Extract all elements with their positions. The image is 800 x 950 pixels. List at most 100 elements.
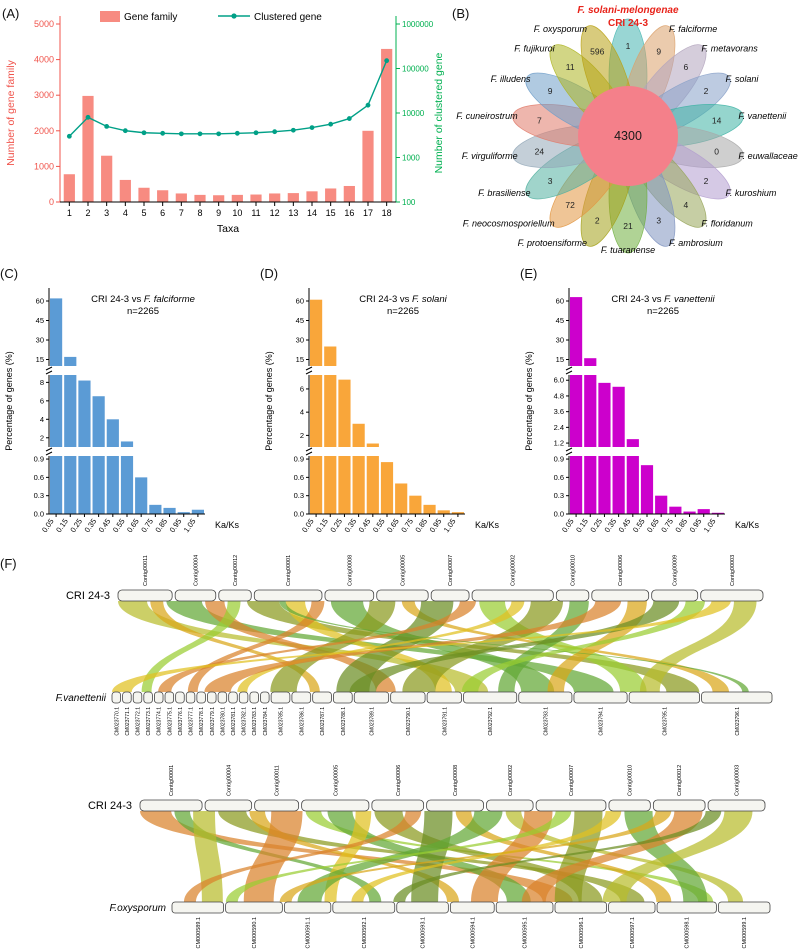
petal-count: 14 [712, 115, 722, 125]
contig-segment [301, 799, 370, 812]
hist-bar [570, 456, 583, 514]
petal-count: 4 [683, 200, 688, 210]
petal-count: 3 [548, 176, 553, 186]
synteny-ribbon [141, 601, 241, 692]
x-tick-label: 9 [216, 208, 221, 218]
x-tick-label: 16 [344, 208, 354, 218]
synteny-ribbon [158, 601, 476, 692]
y-tick-label: 0.6 [294, 473, 304, 482]
hist-bar [352, 456, 365, 514]
synteny-ribbon [479, 601, 647, 692]
petal-count: 2 [704, 86, 709, 96]
panel-label-c: (C) [0, 266, 19, 281]
synteny-ribbon [640, 601, 757, 692]
petal-species-label: F. ambrosium [669, 238, 723, 248]
subject-genome-label: F.vanettenii [56, 693, 107, 704]
hist-bar [584, 456, 597, 514]
hist-bar [78, 456, 91, 514]
x-tick-label: 2 [85, 208, 90, 218]
contig-segment [154, 691, 164, 704]
hist-bar [655, 495, 668, 514]
gene-family-bar [343, 185, 355, 202]
contig-label: CM023786.1 [299, 707, 305, 736]
y-tick-label: 1.2 [554, 439, 564, 448]
contig-segment [652, 799, 706, 812]
x-tick-label: 11 [251, 208, 260, 218]
hist-bar [598, 382, 611, 447]
y-tick-label: 0.6 [34, 473, 44, 482]
hist-bar [626, 456, 639, 514]
x-tick-label: 0.45 [617, 517, 633, 534]
contig-segment [707, 799, 766, 812]
contig-segment [495, 901, 554, 914]
axis-break-mark [565, 447, 573, 452]
contig-label: Contig00008 [453, 765, 459, 796]
gene-family-bar [250, 194, 262, 202]
flower-center [578, 86, 678, 186]
contig-label: Contig00011 [275, 765, 281, 796]
gene-family-bar [101, 155, 113, 202]
contig-segment [656, 901, 717, 914]
synteny-ribbon [237, 601, 525, 692]
petal-species-label: F. virguliforme [462, 151, 518, 161]
contig-segment [486, 799, 534, 812]
contig-segment [174, 589, 217, 602]
y-tick-label: 4 [300, 408, 304, 417]
x-tick-label: 0.65 [645, 517, 661, 534]
hist-bar [584, 358, 597, 366]
contig-label: CM023792.1 [488, 707, 494, 736]
clustered-gene-point [178, 131, 184, 137]
contig-segment [139, 799, 203, 812]
x-tick-label: 18 [382, 208, 392, 218]
petal-count: 11 [566, 62, 575, 72]
contig-segment [324, 589, 375, 602]
contig-segment [185, 691, 196, 704]
hist-bar [120, 441, 134, 447]
contig-label: Contig00002 [508, 765, 514, 796]
contig-segment [207, 691, 217, 704]
axis-break-mark [565, 451, 573, 456]
x-tick-label: 5 [141, 208, 146, 218]
x-tick-label: 0.85 [153, 517, 169, 534]
petal-species-label: F. kuroshium [726, 188, 777, 198]
axis-break-mark [565, 370, 573, 375]
contig-label: CM000590.1 [252, 917, 258, 949]
y-tick-label: 3.6 [554, 407, 564, 416]
x-tick-label: 0.35 [603, 517, 619, 534]
hist-bar [423, 504, 436, 514]
synteny-ribbon [351, 811, 622, 902]
contig-label: CM023796.1 [735, 707, 741, 736]
y-tick-label: 2.4 [554, 423, 564, 432]
gene-family-bar [325, 188, 337, 202]
x-tick-label: 0.25 [328, 517, 344, 534]
x-tick-label: 0.95 [428, 517, 444, 534]
y-tick-label: 6 [300, 384, 304, 393]
x-tick-label: 8 [197, 208, 202, 218]
kaks-histogram-vanettenii: 153045601.22.43.64.86.00.00.30.60.90.050… [524, 288, 760, 534]
x-tick-label: 0.45 [97, 517, 113, 534]
contig-segment [228, 691, 238, 704]
panel-label-b: (B) [452, 6, 470, 21]
panel-label-e: (E) [520, 266, 538, 281]
panel-label-d: (D) [260, 266, 279, 281]
x-tick-label: 0.15 [574, 517, 590, 534]
contig-segment [175, 691, 185, 704]
right-tick-label: 10000 [402, 109, 425, 118]
contig-label: CM023774.1 [157, 707, 163, 736]
petal-count: 2 [595, 216, 600, 226]
y-tick-label: 15 [556, 355, 564, 364]
y-tick-label: 0.0 [294, 510, 304, 519]
clustered-gene-point [216, 131, 222, 137]
contig-segment [390, 691, 426, 704]
y-tick-label: 60 [556, 297, 564, 306]
contig-segment [254, 799, 300, 812]
petal-species-label: F. illudens [491, 74, 531, 84]
x-tick-label: 0.85 [673, 517, 689, 534]
hist-bar [366, 456, 379, 514]
x-tick-label: 0.65 [385, 517, 401, 534]
x-tick-label: 0.05 [560, 517, 576, 534]
gene-family-bar [306, 191, 318, 202]
contig-segment [628, 691, 700, 704]
